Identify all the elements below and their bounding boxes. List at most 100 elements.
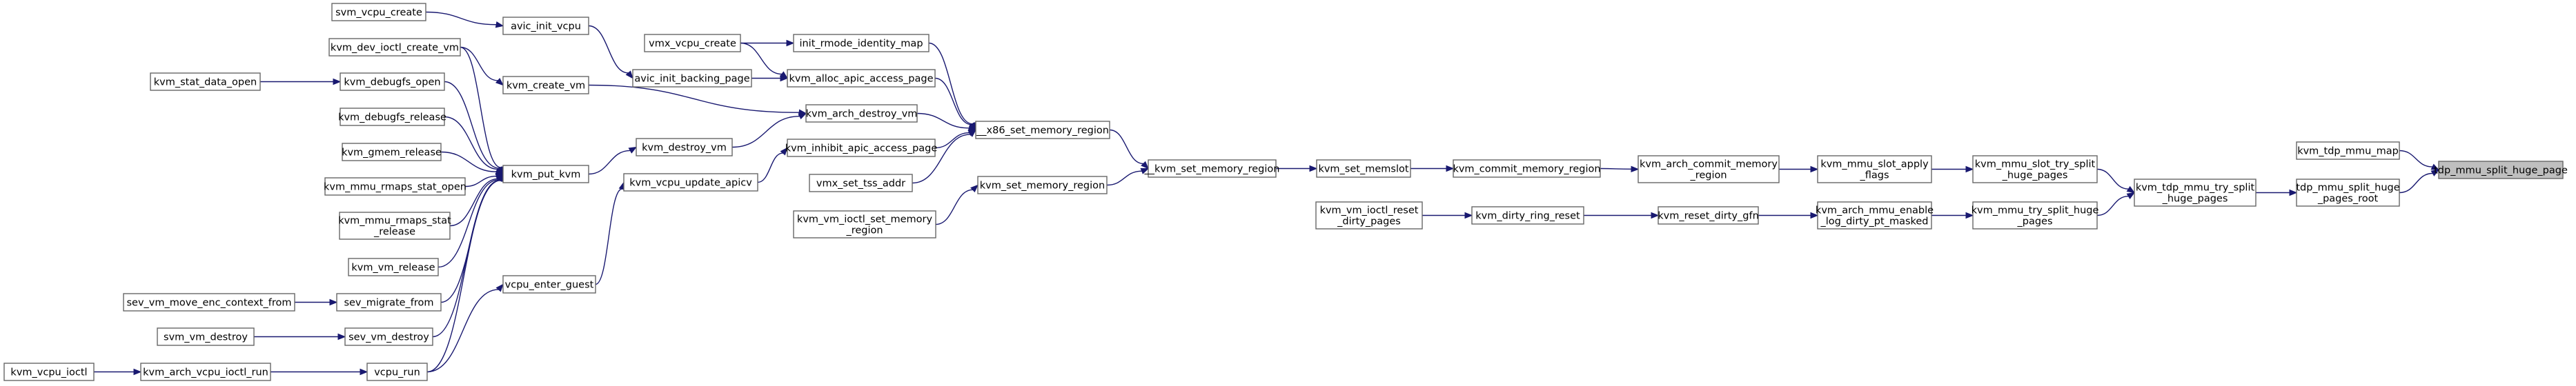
node-kvm-put-kvm[interactable]: kvm_put_kvm: [502, 165, 589, 183]
node-label: _log_dirty_pt_masked: [1820, 216, 1928, 227]
node-kvm-inhibit-apic-access-page[interactable]: kvm_inhibit_apic_access_page: [785, 139, 938, 157]
node-label: kvm_stat_data_open: [154, 77, 257, 88]
node-tdp-mmu-split-huge-page: tdp_mmu_split_huge_page: [2434, 161, 2568, 179]
node-kvm-arch-destroy-vm[interactable]: kvm_arch_destroy_vm: [805, 104, 918, 123]
node-label: kvm_vm_ioctl_reset: [1320, 205, 1419, 216]
node-label: tdp_mmu_split_huge: [2296, 183, 2399, 194]
node-kvm-arch-vcpu-ioctl-run[interactable]: kvm_arch_vcpu_ioctl_run: [140, 363, 271, 381]
node-vmx-set-tss-addr[interactable]: vmx_set_tss_addr: [809, 174, 913, 192]
node-kvm-tdp-mmu-map[interactable]: kvm_tdp_mmu_map: [2296, 141, 2400, 160]
node-label: kvm_mmu_rmaps_stat_open: [324, 182, 466, 193]
node-kvm-set-memory-region[interactable]: kvm_set_memory_region: [977, 176, 1108, 194]
node-label: _huge_pages: [2162, 194, 2228, 205]
arrowhead-icon: [495, 283, 504, 292]
node-label: __x86_set_memory_region: [976, 125, 1109, 136]
node-x86-set-memory-region[interactable]: __x86_set_memory_region: [975, 121, 1110, 139]
node-kvm-dirty-ring-reset[interactable]: kvm_dirty_ring_reset: [1471, 206, 1584, 225]
node-avic-init-backing-page[interactable]: avic_init_backing_page: [632, 69, 752, 88]
node-label: init_rmode_identity_map: [799, 39, 923, 50]
node-kvm-mmu-slot-apply-flags[interactable]: kvm_mmu_slot_apply_flags: [1817, 155, 1932, 183]
node-box: [328, 38, 461, 57]
node-kvm-gmem-release[interactable]: kvm_gmem_release: [342, 143, 442, 161]
node-kvm-alloc-apic-access-page[interactable]: kvm_alloc_apic_access_page: [787, 69, 936, 88]
node-kvm-create-vm[interactable]: kvm_create_vm: [502, 76, 589, 94]
node-label: _region: [845, 225, 883, 236]
node-kvm-mmu-try-split-huge-pages[interactable]: kvm_mmu_try_split_huge_pages: [1972, 201, 2099, 230]
edge-line: [460, 46, 498, 81]
arrowhead-icon: [1141, 161, 1149, 170]
edge-line: [934, 77, 972, 125]
node-kvm-vm-release[interactable]: kvm_vm_release: [348, 258, 439, 276]
edge-line: [460, 46, 501, 168]
node-kvm-vm-ioctl-set-memory-region[interactable]: kvm_vm_ioctl_set_memory_region: [793, 210, 936, 238]
node-label: kvm_inhibit_apic_access_page: [785, 143, 938, 154]
node-kvm-arch-commit-memory-region[interactable]: kvm_arch_commit_memory_region: [1638, 155, 1780, 183]
node-svm-vcpu-create[interactable]: svm_vcpu_create: [331, 3, 426, 21]
edge-kvm-dirty-ring-reset-to-kvm-reset-dirty-gfn: [1584, 212, 1660, 219]
node-kvm-vcpu-update-apicv[interactable]: kvm_vcpu_update_apicv: [623, 173, 758, 192]
node-label: kvm_arch_commit_memory: [1640, 159, 1778, 170]
edge-vcpu-run-to-vcpu-enter-guest: [426, 283, 504, 373]
node-kvm-mmu-rmaps-stat-release[interactable]: kvm_mmu_rmaps_stat_release: [338, 212, 451, 240]
edge-line: [426, 289, 499, 373]
node-box: [340, 72, 445, 91]
node-box: [1453, 159, 1601, 178]
node-label: kvm_arch_destroy_vm: [806, 109, 918, 120]
node-label: kvm_reset_dirty_gfn: [1658, 211, 1759, 222]
node-sev-vm-move-enc-context-from[interactable]: sev_vm_move_enc_context_from: [123, 293, 295, 312]
edge-kvm-dev-ioctl-create-vm-to-kvm-create-vm: [460, 46, 504, 86]
edge-kvm-mmu-try-split-huge-pages-to-kvm-tdp-mmu-try-split-huge-pages: [2096, 192, 2136, 216]
arrowhead-icon: [1810, 165, 1819, 173]
node-kvm-mmu-slot-try-split-huge-pages[interactable]: kvm_mmu_slot_try_split_huge_pages: [1972, 155, 2098, 183]
node-kvm-mmu-rmaps-stat-open[interactable]: kvm_mmu_rmaps_stat_open: [324, 177, 466, 196]
node-kvm-destroy-vm[interactable]: kvm_destroy_vm: [636, 138, 733, 156]
node-kvm-commit-memory-region[interactable]: kvm_commit_memory_region: [1453, 159, 1601, 178]
node-kvm-set-memory-region[interactable]: __kvm_set_memory_region: [1144, 159, 1280, 178]
edge-kvm-set-memslot-to-kvm-commit-memory-region: [1410, 165, 1455, 172]
node-kvm-set-memslot[interactable]: kvm_set_memslot: [1316, 159, 1411, 178]
node-kvm-stat-data-open[interactable]: kvm_stat_data_open: [150, 72, 261, 91]
node-label: kvm_mmu_slot_try_split: [1975, 159, 2096, 170]
node-kvm-debugfs-open[interactable]: kvm_debugfs_open: [340, 72, 445, 91]
node-box: [793, 210, 936, 238]
edge-line: [444, 116, 498, 170]
node-box: [336, 293, 442, 312]
arrowhead-icon: [2126, 185, 2136, 194]
node-kvm-vm-ioctl-reset-dirty-pages[interactable]: kvm_vm_ioctl_reset_dirty_pages: [1315, 201, 1423, 230]
node-sev-migrate-from[interactable]: sev_migrate_from: [336, 293, 442, 312]
node-box: [3, 363, 95, 381]
arrowhead-icon: [337, 333, 346, 341]
node-label: kvm_dev_ioctl_create_vm: [331, 43, 459, 54]
node-init-rmode-identity-map[interactable]: init_rmode_identity_map: [793, 34, 930, 52]
node-vmx-vcpu-create[interactable]: vmx_vcpu_create: [644, 34, 741, 52]
node-kvm-tdp-mmu-try-split-huge-pages[interactable]: kvm_tdp_mmu_try_split_huge_pages: [2134, 179, 2257, 207]
node-box: [1972, 201, 2098, 230]
node-avic-init-vcpu[interactable]: avic_init_vcpu: [502, 17, 589, 35]
node-label: kvm_vm_ioctl_set_memory: [797, 214, 933, 225]
edge-kvm-vm-ioctl-set-memory-region-to-kvm-set-memory-region: [935, 184, 979, 225]
node-kvm-arch-mmu-enable-log-dirty-pt-masked[interactable]: kvm_arch_mmu_enable_log_dirty_pt_masked: [1816, 201, 1934, 230]
arrowhead-icon: [2126, 192, 2136, 200]
edge-line: [2096, 196, 2129, 216]
node-box: [150, 72, 261, 91]
arrowhead-icon: [133, 368, 142, 376]
edge-vcpu-enter-guest-to-kvm-vcpu-update-apicv: [595, 181, 625, 285]
node-box: [632, 69, 752, 88]
node-label: _pages_root: [2317, 194, 2379, 205]
node-kvm-debugfs-release[interactable]: kvm_debugfs_release: [338, 108, 446, 126]
node-kvm-vcpu-ioctl[interactable]: kvm_vcpu_ioctl: [3, 363, 95, 381]
node-kvm-dev-ioctl-create-vm[interactable]: kvm_dev_ioctl_create_vm: [328, 38, 461, 57]
edge-kvm-tdp-mmu-map-to-tdp-mmu-split-huge-page: [2399, 150, 2440, 171]
node-sev-vm-destroy[interactable]: sev_vm_destroy: [344, 327, 433, 346]
node-vcpu-run[interactable]: vcpu_run: [366, 363, 428, 381]
node-kvm-reset-dirty-gfn[interactable]: kvm_reset_dirty_gfn: [1658, 206, 1759, 225]
node-svm-vm-destroy[interactable]: svm_vm_destroy: [157, 327, 255, 346]
node-box: [1638, 155, 1780, 183]
edge-line: [588, 150, 631, 175]
node-label: _huge_pages: [2002, 170, 2068, 181]
edge-svm-vm-destroy-to-sev-vm-destroy: [254, 333, 346, 341]
node-vcpu-enter-guest[interactable]: vcpu_enter_guest: [502, 275, 596, 294]
edge-kvm-stat-data-open-to-kvm-debugfs-open: [260, 78, 342, 85]
node-tdp-mmu-split-huge-pages-root[interactable]: tdp_mmu_split_huge_pages_root: [2296, 179, 2400, 207]
arrowhead-icon: [360, 368, 368, 376]
